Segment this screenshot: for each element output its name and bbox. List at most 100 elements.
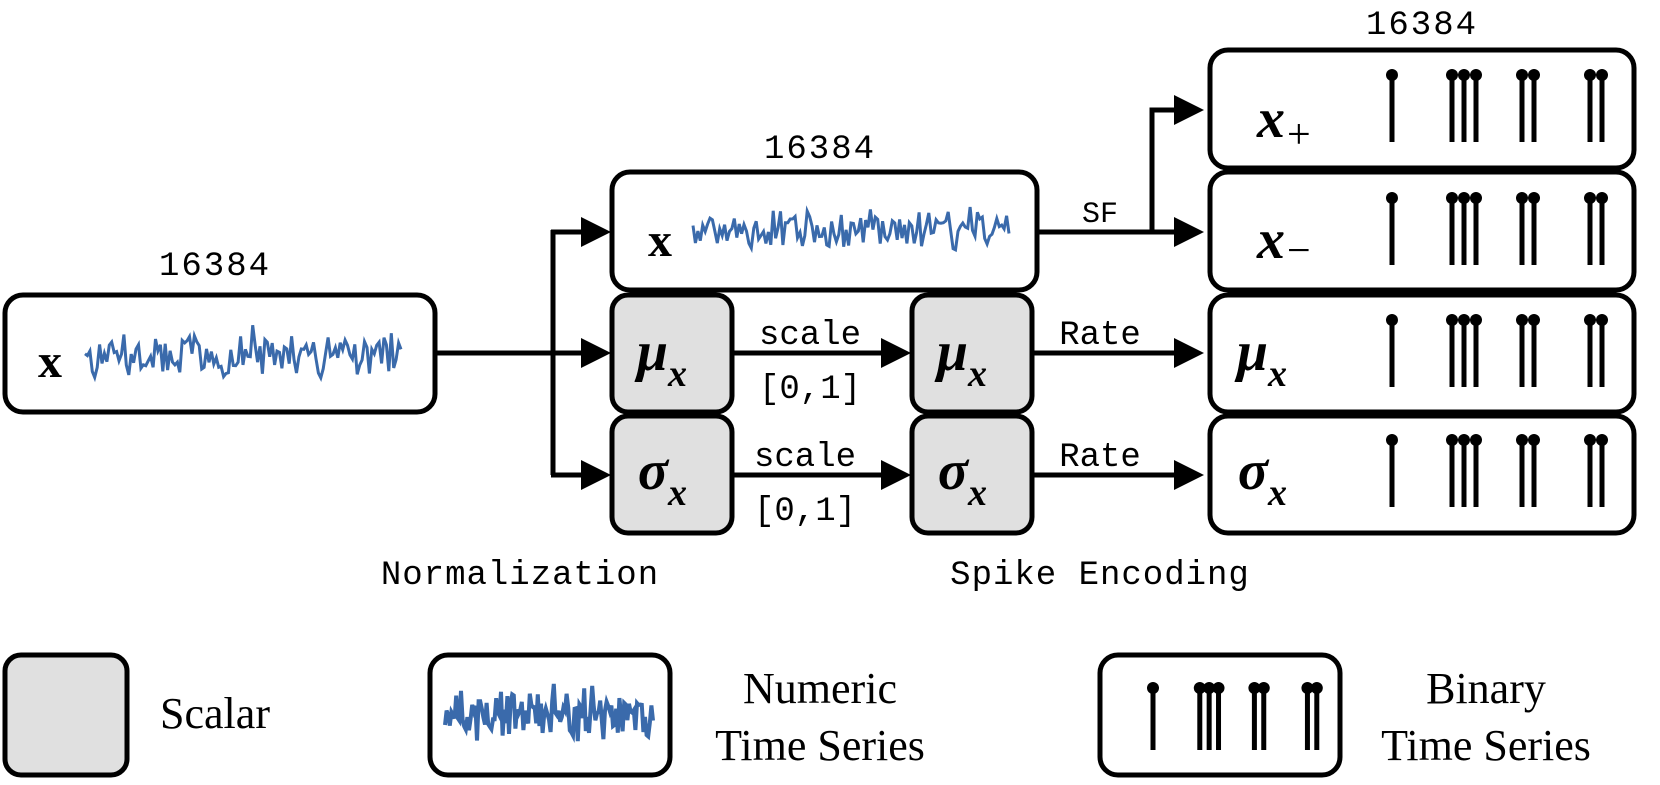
spike-head [1596,192,1608,204]
spike-head [1386,69,1398,81]
scale-label-mean: scale [759,317,861,355]
spike-head [1193,682,1206,694]
svg-text:x: x [1267,472,1287,514]
output-positive-subscript: + [1287,112,1311,158]
normalized-size-label: 16384 [764,131,876,169]
input-series-symbol: x [38,335,62,388]
svg-text:x: x [1256,209,1285,271]
legend-binary-spikes [1147,682,1323,750]
svg-text:σ: σ [1238,440,1270,502]
output-negative-subscript: − [1287,228,1311,274]
output-negative-symbol: x [1256,209,1285,271]
spike-head [1516,314,1528,326]
legend-numeric-waveform [443,683,655,743]
output-mean-spikes [1386,314,1608,387]
scaled-std-subscript: x [967,472,987,514]
svg-text:x: x [1267,353,1287,395]
scaled-mean-symbol: μ [934,321,968,383]
legend: Scalar Numeric Time Series Binary Time S… [2,652,1591,778]
spike-head [1470,69,1482,81]
range-label-mean: [0,1] [759,371,861,409]
spike-head [1446,69,1458,81]
svg-text:μ: μ [934,321,968,383]
legend-binary-swatch [1097,652,1343,778]
spike-head [1596,314,1608,326]
spike-head [1516,69,1528,81]
spike-head [1212,682,1225,694]
spike-head [1584,314,1596,326]
input-series-box: x [2,292,438,415]
svg-text:x: x [967,472,987,514]
svg-text:+: + [1287,112,1311,158]
spike-head [1458,69,1470,81]
svg-text:x: x [967,353,987,395]
normalization-section-label: Normalization [381,557,659,595]
std-scalar-box: σ x [609,413,735,536]
svg-text:−: − [1287,228,1311,274]
spike-head [1458,192,1470,204]
output-positive-symbol: x [1256,88,1285,150]
output-std-symbol: σ [1238,440,1270,502]
spike-head [1528,69,1540,81]
spike-head [1446,434,1458,446]
output-positive-spikes [1386,69,1608,142]
spike-head [1310,682,1323,694]
output-mean-subscript: x [1267,353,1287,395]
spike-head [1596,69,1608,81]
spike-head [1584,434,1596,446]
spike-head [1470,434,1482,446]
svg-text:x: x [667,472,687,514]
spike-head [1301,682,1314,694]
scaled-mean-box: μ x [909,292,1035,415]
svg-text:σ: σ [938,440,970,502]
spike-head [1386,314,1398,326]
spike-head [1446,314,1458,326]
input-size-label: 16384 [159,248,271,286]
svg-text:σ: σ [638,440,670,502]
spike-head [1147,682,1159,694]
spike-head [1516,192,1528,204]
spike-head [1386,192,1398,204]
std-subscript: x [667,472,687,514]
spike-head [1458,434,1470,446]
spike-head [1257,682,1270,694]
spike-head [1584,69,1596,81]
mean-symbol: μ [634,321,668,383]
mean-scalar-box: μ x [609,292,735,415]
output-negative-box: x − [1207,169,1637,293]
output-mean-box: μ x [1207,292,1637,415]
output-positive-box: x + [1207,47,1637,171]
output-std-subscript: x [1267,472,1287,514]
legend-numeric-label-line2: Time Series [715,721,925,770]
output-negative-spikes [1386,192,1608,265]
input-series-waveform [84,325,403,383]
legend-binary-label-line2: Time Series [1381,721,1591,770]
spike-head [1470,314,1482,326]
scale-label-std: scale [754,439,856,477]
legend-numeric-swatch [427,652,673,778]
mean-subscript: x [667,353,687,395]
spike-head [1516,434,1528,446]
sf-split-line [1037,95,1204,235]
normalized-series-box: x [609,169,1040,293]
spike-head [1203,682,1216,694]
svg-text:x: x [1256,88,1285,150]
normalized-series-waveform [691,205,1011,254]
legend-scalar-label: Scalar [160,689,270,738]
rate-label-mean: Rate [1059,317,1141,355]
legend-scalar-swatch [2,652,130,778]
svg-text:x: x [667,353,687,395]
svg-text:μ: μ [634,321,668,383]
spike-head [1248,682,1261,694]
std-symbol: σ [638,440,670,502]
range-label-std: [0,1] [754,493,856,531]
spike-head [1386,434,1398,446]
output-std-spikes [1386,434,1608,507]
legend-numeric-label-line1: Numeric [743,664,897,713]
legend-binary-label-line1: Binary [1426,664,1546,713]
spike-head [1528,314,1540,326]
normalized-series-symbol: x [648,214,672,267]
scaled-std-box: σ x [909,413,1035,536]
spike-head [1446,192,1458,204]
